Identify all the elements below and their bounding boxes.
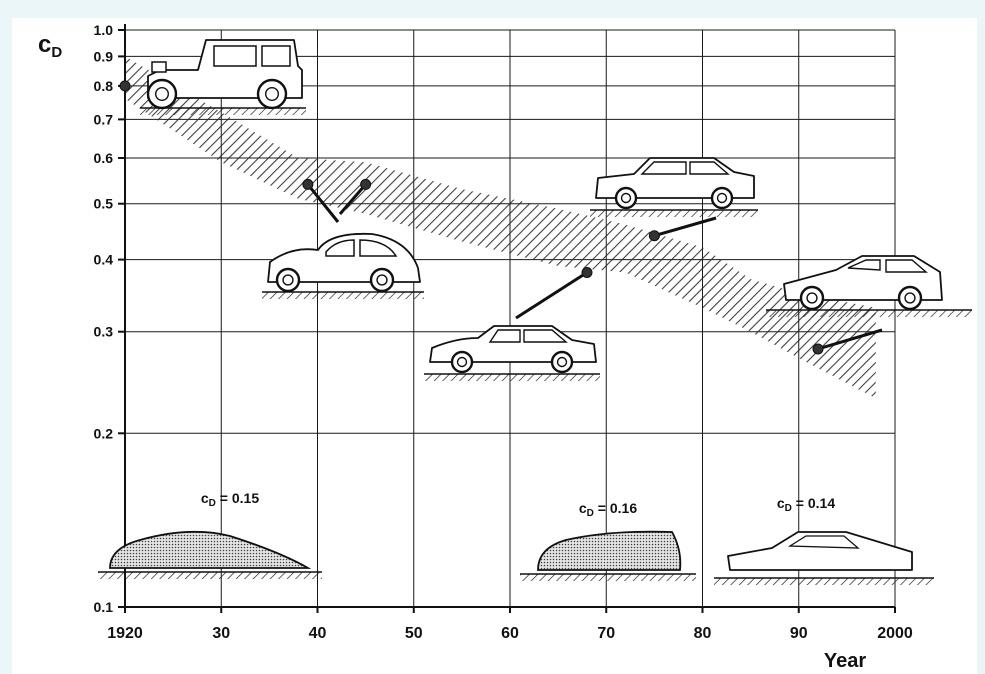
y-tick-label: 1.0 — [94, 22, 114, 38]
car-1970s-ground — [590, 209, 758, 217]
leader-line — [817, 328, 883, 351]
hub — [716, 192, 728, 204]
data-point — [648, 230, 660, 242]
car-windows — [213, 45, 291, 67]
hub — [282, 274, 294, 286]
x-tick-label: 30 — [212, 625, 230, 642]
x-tick-label: 60 — [501, 625, 519, 642]
ground-hatch — [766, 310, 972, 317]
ground-hatch — [140, 108, 306, 115]
leader-line — [306, 183, 340, 223]
leader-line — [653, 216, 717, 238]
car-1970s-icon — [595, 157, 755, 210]
data-point — [581, 266, 593, 278]
ground-hatch — [262, 292, 424, 299]
research-shape-2-icon — [537, 530, 682, 571]
trend-band — [125, 56, 876, 399]
x-tick-label: 80 — [694, 625, 712, 642]
ground-hatch — [98, 572, 322, 579]
x-axis-title: Year — [824, 650, 866, 672]
hub — [265, 86, 280, 101]
y-tick-label: 0.7 — [94, 111, 114, 127]
y-axis-title: cD — [38, 31, 62, 61]
hub — [806, 292, 818, 304]
data-point — [360, 178, 372, 190]
axes: 1920 30 40 50 60 70 80 90 2000 0.1 0.2 0.3 0.4 0.5 0.6… — [38, 22, 913, 672]
data-point — [302, 178, 314, 190]
annotation-label: cD = 0.14 — [777, 495, 835, 514]
x-tick-label: 1920 — [107, 625, 143, 642]
car-body — [595, 157, 755, 199]
hub — [456, 356, 468, 368]
car-1980s-icon — [783, 255, 943, 311]
car-1960s-icon — [429, 325, 597, 374]
research-shape-1-ground — [98, 571, 322, 579]
car-1920s-ground — [140, 107, 306, 115]
ground-hatch — [590, 210, 758, 217]
hub — [904, 292, 916, 304]
research-shape-3-ground — [714, 577, 934, 585]
y-tick-label: 0.5 — [94, 196, 114, 212]
ground-hatch — [424, 374, 600, 381]
ground-hatch — [520, 574, 696, 581]
shape-body — [727, 531, 913, 571]
research-shape-2-ground — [520, 573, 696, 581]
hub — [154, 86, 169, 101]
car-1920s-icon — [146, 39, 303, 110]
car-1960s-ground — [424, 373, 600, 381]
x-tick-label: 70 — [597, 625, 615, 642]
shape-body — [109, 530, 312, 569]
data-point — [119, 80, 131, 92]
ground-hatch — [714, 578, 934, 585]
y-tick-label: 0.8 — [94, 78, 114, 94]
car-1980s-ground — [766, 309, 972, 317]
shape-body — [537, 530, 682, 571]
car-windows — [325, 239, 398, 257]
shape-window — [787, 535, 860, 549]
car-windows — [847, 259, 928, 273]
annotation-label: cD = 0.16 — [579, 500, 637, 519]
hub — [620, 192, 632, 204]
hub — [556, 356, 568, 368]
car-windows — [640, 161, 730, 175]
x-tick-label: 50 — [405, 625, 423, 642]
data-point — [812, 343, 824, 355]
car-body — [429, 325, 597, 363]
y-tick-label: 0.9 — [94, 48, 114, 64]
research-shape-3-icon — [727, 531, 913, 571]
car-1930s-ground — [262, 291, 424, 299]
x-tick-label: 90 — [790, 625, 808, 642]
car-1930s-icon — [267, 232, 421, 293]
y-tick-label: 0.1 — [94, 599, 114, 615]
leader-line — [515, 271, 588, 320]
hub — [376, 274, 388, 286]
y-tick-label: 0.6 — [94, 150, 114, 166]
y-tick-label: 0.2 — [94, 425, 114, 441]
x-tick-label: 2000 — [877, 625, 913, 642]
y-tick-label: 0.4 — [94, 252, 114, 268]
y-tick-label: 0.3 — [94, 324, 114, 340]
car-radiator — [151, 61, 167, 73]
research-shape-1-icon — [109, 530, 312, 569]
leader-line — [338, 183, 367, 215]
car-windows — [488, 329, 568, 343]
x-tick-label: 40 — [309, 625, 327, 642]
annotation-label: cD = 0.15 — [201, 490, 259, 509]
